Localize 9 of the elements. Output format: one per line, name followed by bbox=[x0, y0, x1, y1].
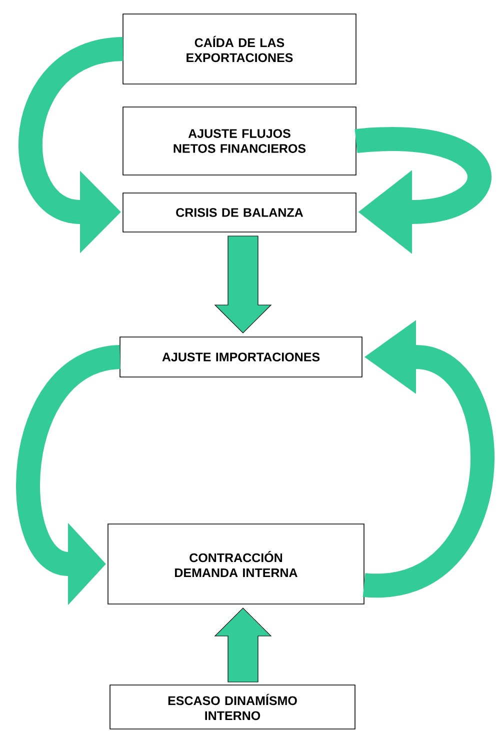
curved-arrow bbox=[355, 127, 492, 254]
text-box: CONTRACCIÓN DEMANDA INTERNA bbox=[108, 524, 364, 604]
block-arrow bbox=[214, 236, 272, 334]
text-box: CAÍDA DE LAS EXPORTACIONES bbox=[122, 14, 356, 84]
text-box: ESCASO DINAMÍSMO INTERNO bbox=[110, 684, 356, 730]
block-arrow bbox=[214, 608, 272, 682]
text-box: AJUSTE IMPORTACIONES bbox=[120, 336, 362, 378]
text-box: AJUSTE FLUJOS NETOS FINANCIEROS bbox=[122, 106, 356, 176]
text-box: CRISIS DE BALANZA bbox=[122, 192, 356, 232]
